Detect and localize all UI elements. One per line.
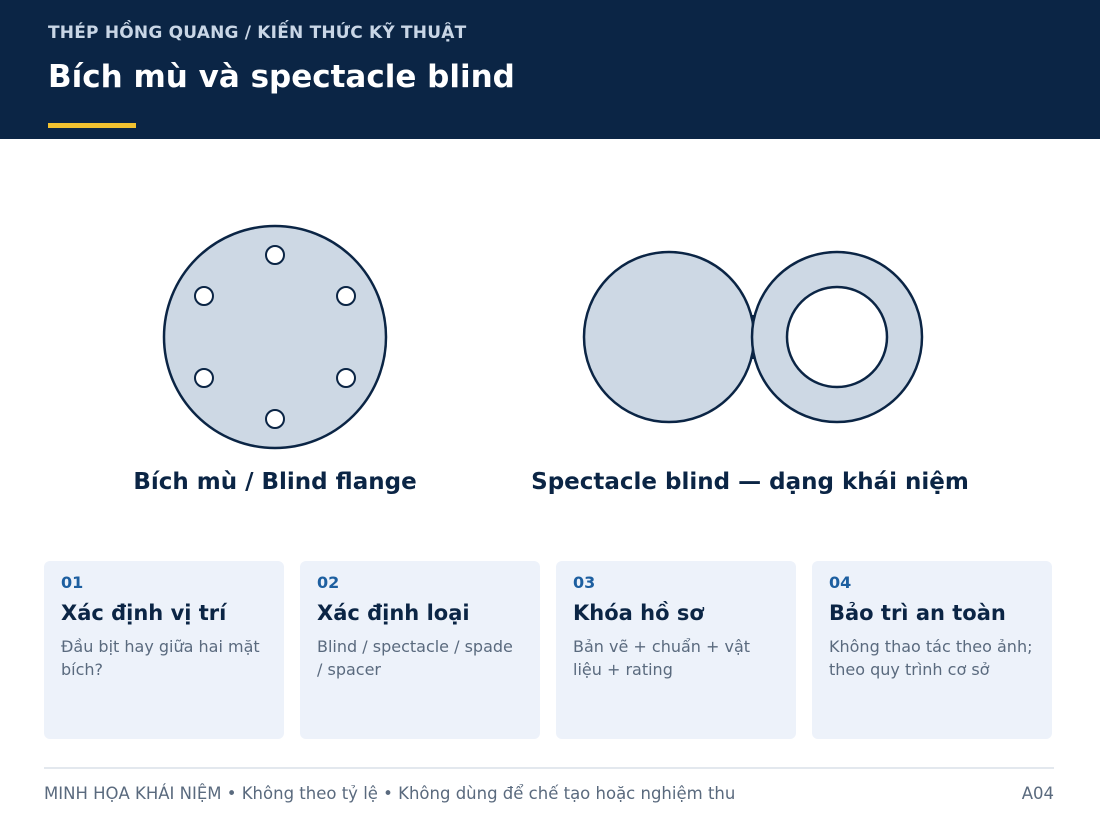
spectacle-blind-caption: Spectacle blind — dạng khái niệm	[531, 469, 969, 495]
spectacle-blind-solid-paddle	[582, 250, 756, 424]
blind-flange-illustration	[162, 224, 388, 450]
spectacle-blind-illustration	[582, 250, 924, 424]
page-title: Bích mù và spectacle blind	[48, 59, 515, 95]
step-description: Không thao tác theo ảnh; theo quy trình …	[829, 637, 1033, 679]
flange-illustrations	[162, 224, 924, 450]
step-card-1: 01 Xác định vị trí Đầu bịt hay giữa hai …	[44, 561, 284, 739]
step-card-2: 02 Xác định loại Blind / spectacle / spa…	[300, 561, 540, 739]
bolt-hole	[336, 368, 357, 388]
step-number: 03	[573, 573, 596, 592]
step-description: Đầu bịt hay giữa hai mặt bích?	[61, 637, 260, 679]
bolt-hole	[265, 245, 285, 265]
footer-disclaimer: MINH HỌA KHÁI NIỆM • Không theo tỷ lệ • …	[44, 784, 736, 803]
step-title: Xác định vị trí	[61, 601, 227, 625]
bolt-hole	[193, 368, 214, 388]
blind-flange-plate	[162, 224, 388, 450]
spectacle-ring-bore	[785, 285, 889, 389]
step-card-4: 04 Bảo trì an toàn Không thao tác theo ả…	[812, 561, 1052, 739]
breadcrumb: THÉP HỒNG QUANG / KIẾN THỨC KỸ THUẬT	[48, 23, 467, 43]
bolt-hole	[193, 286, 214, 306]
blind-flange-caption: Bích mù / Blind flange	[133, 469, 417, 495]
page-header: THÉP HỒNG QUANG / KIẾN THỨC KỸ THUẬT Bíc…	[0, 0, 1100, 139]
diagram-area: Bích mù / Blind flange Spectacle blind —…	[0, 139, 1100, 539]
step-description: Bản vẽ + chuẩn + vật liệu + rating	[573, 637, 751, 679]
step-title: Bảo trì an toàn	[829, 601, 1006, 625]
footer-divider	[44, 767, 1054, 769]
step-number: 01	[61, 573, 84, 592]
step-title: Khóa hồ sơ	[573, 601, 704, 625]
title-accent-bar	[48, 123, 136, 128]
bolt-hole	[336, 286, 357, 306]
step-title: Xác định loại	[317, 601, 470, 625]
step-card-3: 03 Khóa hồ sơ Bản vẽ + chuẩn + vật liệu …	[556, 561, 796, 739]
step-cards: 01 Xác định vị trí Đầu bịt hay giữa hai …	[44, 561, 1052, 739]
step-description: Blind / spectacle / spade / spacer	[317, 637, 513, 679]
bolt-hole	[265, 409, 285, 429]
step-number: 02	[317, 573, 340, 592]
footer-page-code: A04	[1021, 784, 1054, 803]
bolt-holes	[193, 245, 357, 429]
step-number: 04	[829, 573, 852, 592]
